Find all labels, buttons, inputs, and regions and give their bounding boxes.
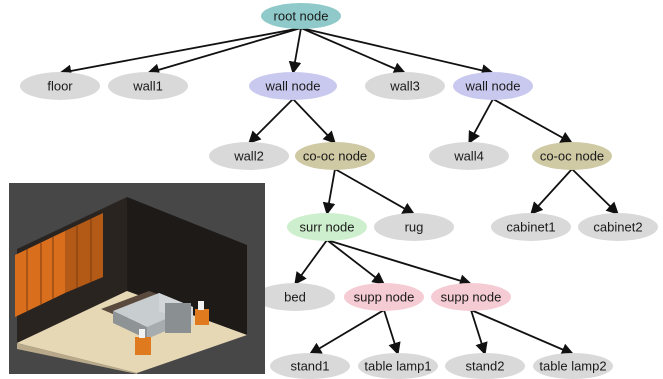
edge-supp_b-to-table_lamp2	[470, 309, 575, 356]
edge-supp_a-to-table_lamp1	[383, 309, 401, 356]
floor-surface	[17, 291, 247, 373]
node-ellipse	[491, 213, 571, 241]
node-wall-node-b: wall node	[453, 72, 533, 100]
edge-co_oc_a-to-surr	[322, 168, 336, 216]
edge-root-to-wall1	[146, 27, 302, 76]
node-label: wall1	[132, 79, 163, 94]
node-label: supp node	[354, 290, 415, 305]
node-label: stand1	[290, 359, 329, 374]
node-ellipse	[270, 353, 350, 379]
node-ellipse	[445, 353, 525, 379]
edge-co_oc_a-to-rug	[334, 168, 416, 215]
node-wall2: wall2	[209, 142, 289, 170]
node-wall-node-a: wall node	[249, 72, 337, 100]
node-ellipse	[358, 353, 438, 379]
node-ellipse	[255, 283, 335, 311]
node-label: wall node	[265, 79, 321, 94]
node-label: co-oc node	[540, 149, 604, 164]
node-ellipse	[249, 72, 337, 100]
node-wall3: wall3	[365, 72, 445, 100]
node-label: table lamp1	[364, 359, 431, 374]
bedroom-render-image	[9, 183, 265, 374]
edge-root-to-floor	[58, 27, 302, 78]
node-floor: floor	[20, 72, 100, 100]
node-cabinet2: cabinet2	[578, 213, 658, 241]
node-ellipse	[365, 72, 445, 100]
stand2-shape	[195, 309, 209, 325]
bedroom-render-drawing	[9, 183, 265, 374]
node-stand2: stand2	[445, 353, 525, 379]
edge-co_oc_b-to-cabinet2	[571, 168, 619, 215]
node-label: stand2	[465, 359, 504, 374]
node-ellipse	[374, 213, 454, 241]
node-label: supp node	[441, 290, 502, 305]
node-bed: bed	[255, 283, 335, 311]
stand1-shape	[135, 337, 151, 355]
node-root: root node	[261, 3, 341, 29]
cabinet-right	[65, 213, 103, 293]
lamp1-shape	[139, 329, 145, 338]
node-label: surr node	[300, 220, 355, 235]
node-ellipse	[533, 353, 613, 379]
lamp2-shape	[198, 301, 204, 310]
node-co-oc-b: co-oc node	[532, 142, 612, 170]
edge-root-to-wall_node_b	[300, 27, 495, 77]
node-label: bed	[284, 290, 306, 305]
edge-supp_a-to-stand1	[308, 309, 385, 355]
edge-supp_b-to-stand2	[470, 309, 488, 356]
node-label: rug	[405, 220, 424, 235]
node-ellipse	[578, 213, 658, 241]
node-ellipse	[532, 142, 612, 170]
node-ellipse	[453, 72, 533, 100]
node-label: cabinet1	[506, 220, 555, 235]
node-label: root node	[274, 9, 329, 24]
node-ellipse	[108, 72, 188, 100]
node-table-lamp1: table lamp1	[358, 353, 438, 379]
node-rug: rug	[374, 213, 454, 241]
node-surr: surr node	[287, 213, 367, 241]
node-ellipse	[429, 142, 509, 170]
edge-surr-to-supp_b	[326, 239, 473, 287]
node-label: wall4	[453, 149, 484, 164]
node-stand1: stand1	[270, 353, 350, 379]
node-ellipse	[287, 213, 367, 241]
node-ellipse	[20, 72, 100, 100]
node-ellipse	[261, 3, 341, 29]
edge-wall_node_b-to-wall4	[468, 98, 494, 145]
node-wall1: wall1	[108, 72, 188, 100]
node-label: floor	[47, 79, 73, 94]
node-supp-a: supp node	[344, 283, 424, 311]
node-ellipse	[431, 283, 511, 311]
edge-wall_node_b-to-co_oc_b	[492, 98, 574, 144]
tree-edges	[58, 27, 619, 356]
node-cabinet1: cabinet1	[491, 213, 571, 241]
node-ellipse	[344, 283, 424, 311]
node-ellipse	[209, 142, 289, 170]
node-label: wall3	[389, 79, 420, 94]
node-supp-b: supp node	[431, 283, 511, 311]
edge-wall_node_a-to-wall2	[248, 98, 294, 144]
node-label: cabinet2	[593, 220, 642, 235]
node-table-lamp2: table lamp2	[533, 353, 613, 379]
node-co-oc-a: co-oc node	[295, 142, 375, 170]
node-label: table lamp2	[539, 359, 606, 374]
node-label: wall node	[465, 79, 521, 94]
edge-root-to-wall3	[300, 27, 407, 75]
edge-root-to-wall_node_a	[288, 27, 302, 75]
edge-surr-to-bed	[294, 239, 328, 286]
node-ellipse	[295, 142, 375, 170]
node-label: co-oc node	[303, 149, 367, 164]
node-wall4: wall4	[429, 142, 509, 170]
edge-surr-to-supp_a	[326, 239, 385, 285]
edge-wall_node_a-to-co_oc_a	[292, 98, 336, 144]
tree-nodes: root node floor wall1 wall node wall3 wall no…	[20, 3, 658, 379]
node-label: wall2	[233, 149, 264, 164]
edge-co_oc_b-to-cabinet1	[530, 168, 573, 215]
